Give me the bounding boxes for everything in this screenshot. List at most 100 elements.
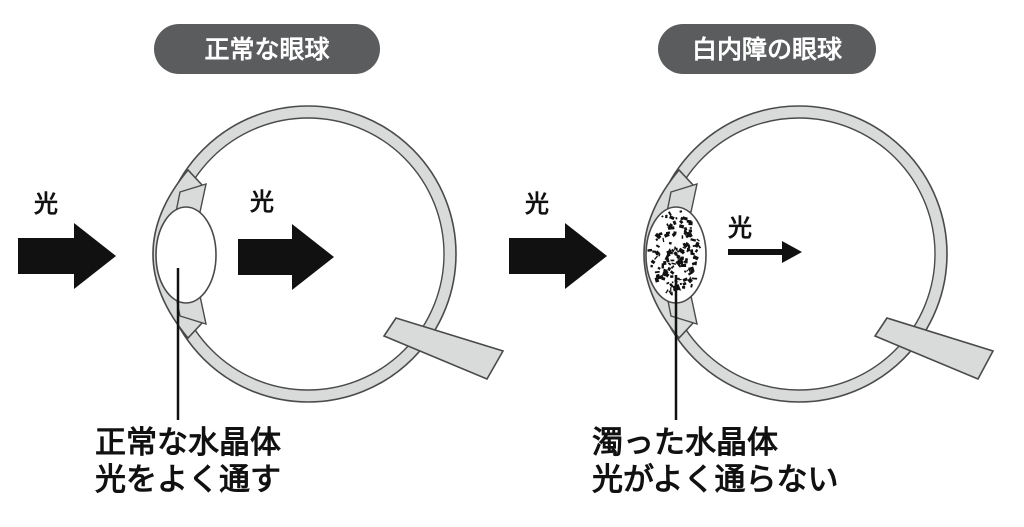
lens-opacity-speck: [688, 229, 693, 233]
cataract-iris-top: [666, 182, 698, 213]
lens-opacity-speck: [680, 256, 684, 261]
normal-optic-nerve: [382, 317, 505, 381]
normal-eye-panel: 正常な眼球 光 光 正常な水晶体 光をよく通す: [18, 24, 505, 498]
lens-opacity-speck: [679, 219, 684, 225]
lens-opacity-speck: [670, 266, 674, 269]
lens-opacity-speck: [677, 254, 679, 260]
lens-opacity-speck: [673, 251, 678, 256]
normal-caption-line2: 光をよく通す: [95, 462, 281, 498]
lens-opacity-speck: [670, 275, 674, 278]
lens-opacity-speck: [690, 238, 697, 242]
lens-opacity-speck: [661, 215, 664, 218]
lens-opacity-speck: [655, 244, 660, 248]
lens-opacity-speck: [670, 259, 675, 262]
lens-opacity-speck: [671, 291, 673, 296]
lens-opacity-speck: [688, 232, 693, 238]
lens-opacity-speck: [675, 259, 682, 265]
normal-light-through-label: 光: [249, 188, 274, 216]
lens-opacity-speck: [673, 247, 676, 251]
normal-light-through-arrow: [238, 224, 334, 290]
lens-opacity-speck: [663, 271, 670, 278]
lens-opacity-speck: [663, 232, 670, 238]
cataract-title: 白内障の眼球: [692, 35, 843, 64]
lens-opacity-speck: [687, 270, 694, 276]
lens-opacity-speck: [665, 257, 670, 263]
lens-opacity-speck: [658, 253, 661, 257]
normal-eyeball: [152, 105, 505, 403]
lens-opacity-speck: [667, 226, 674, 230]
cataract-light-in-arrow: [509, 223, 607, 289]
lens-opacity-speck: [671, 248, 675, 253]
normal-title: 正常な眼球: [204, 35, 330, 64]
lens-opacity-speck: [655, 238, 659, 242]
lens-opacity-speck: [679, 210, 683, 213]
lens-opacity-speck: [669, 270, 675, 275]
lens-opacity-speck: [693, 256, 697, 260]
lens-opacity-speck: [682, 277, 688, 282]
lens-opacity-speck: [691, 277, 698, 280]
lens-opacity-speck: [682, 281, 687, 286]
lens-opacity-speck: [664, 253, 670, 261]
lens-opacity-speck: [665, 289, 669, 294]
lens-opacity-speck: [686, 248, 690, 253]
lens-opacity-speck: [682, 242, 686, 246]
cataract-light-through-label: 光: [727, 214, 752, 242]
lens-opacity-speck: [657, 266, 661, 270]
cataract-caption-line2: 光がよく通らない: [592, 462, 838, 498]
lens-opacity-speck: [647, 248, 653, 252]
cataract-caption-line1: 濁った水晶体: [592, 425, 778, 461]
cataract-optic-nerve: [873, 317, 995, 381]
lens-opacity-speck: [666, 249, 672, 255]
lens-opacity-speck: [690, 249, 694, 255]
lens-opacity-speck: [678, 247, 685, 254]
lens-opacity-speck: [651, 260, 655, 264]
normal-title-pill: [154, 24, 380, 74]
lens-opacity-speck: [669, 215, 675, 221]
cataract-title-pill: [658, 24, 876, 74]
lens-opacity-speck: [672, 220, 677, 226]
lens-opacity-speck: [665, 214, 668, 219]
lens-opacity-speck: [675, 217, 678, 220]
lens-opacity-speck: [678, 224, 685, 229]
lens-opacity-speck: [696, 238, 700, 242]
lens-opacity-speck: [683, 241, 690, 249]
lens-opacity-speck: [683, 230, 689, 236]
lens-opacity-speck: [679, 282, 683, 286]
lens-opacity-speck: [655, 275, 660, 279]
lens-opacity-speck: [661, 276, 666, 281]
lens-opacity-speck: [679, 256, 684, 262]
lens-opacity-speck: [654, 250, 660, 256]
lens-opacity-speck: [654, 232, 662, 240]
lens-opacity-speck: [689, 266, 695, 273]
lens-opacity-speck: [681, 285, 686, 289]
normal-lens: [155, 206, 217, 304]
lens-opacity-speck: [668, 241, 672, 245]
normal-light-in-arrow: [18, 223, 116, 289]
lens-opacity-speck: [673, 231, 677, 235]
lens-opacity-speck: [667, 211, 672, 216]
lens-opacity-speck: [682, 246, 686, 249]
lens-opacity-speck: [675, 247, 678, 251]
lens-opacity-speck: [684, 258, 688, 263]
lens-opacity-speck: [658, 233, 663, 235]
lens-opacity-speck: [687, 277, 693, 284]
lens-opacity-speck: [654, 255, 658, 260]
cataract-eyeball: [643, 105, 995, 403]
lens-opacity-speck: [692, 244, 696, 247]
lens-opacity-speck: [688, 268, 691, 274]
lens-opacity-speck: [680, 264, 687, 267]
lens-opacity-speck: [667, 266, 672, 272]
lens-opacity-speck: [696, 243, 702, 249]
lens-opacity-speck: [681, 235, 684, 239]
lens-opacity-speck: [650, 264, 654, 268]
lens-opacity-speck: [683, 270, 687, 273]
lens-opacity-speck: [662, 260, 667, 266]
lens-opacity-speck: [694, 249, 699, 253]
cataract-eye-panel: 白内障の眼球 光 光 濁った水晶体 光がよく通らない: [509, 24, 995, 498]
lens-opacity-speck: [694, 261, 697, 266]
lens-opacity-speck: [682, 216, 688, 221]
lens-opacity-speck: [683, 227, 687, 233]
lens-opacity-speck: [670, 287, 672, 292]
normal-caption-line1: 正常な水晶体: [95, 425, 281, 461]
